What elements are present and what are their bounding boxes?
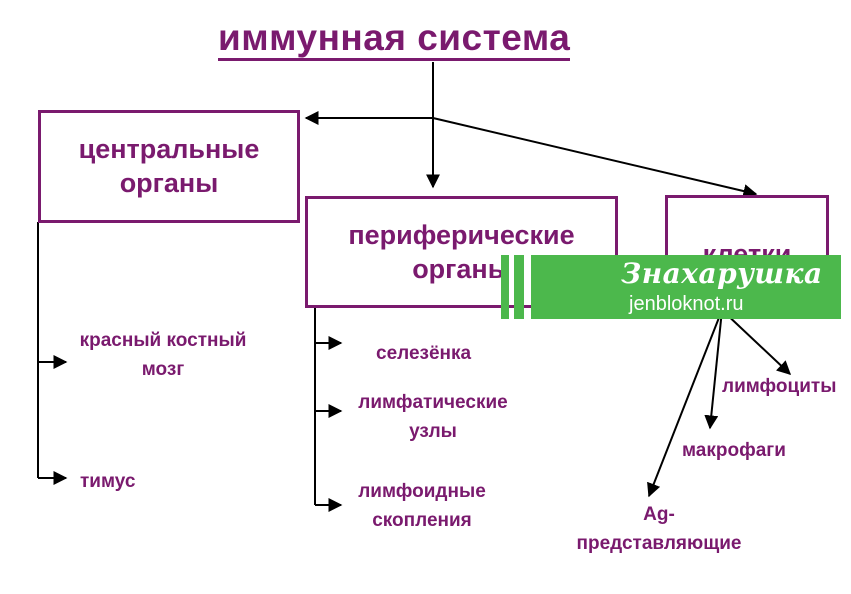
watermark-stripe-1 <box>501 255 509 319</box>
leaf-bone-marrow: красный костный мозг <box>58 326 268 384</box>
leaf-spleen: селезёнка <box>376 343 472 364</box>
leaf-ag-presenting-line1: Ag- <box>643 504 675 525</box>
peripheral-line2: органы <box>412 254 511 284</box>
peripheral-organs-label: периферические органы <box>305 218 618 286</box>
leaf-bone-marrow-line2: мозг <box>141 359 185 380</box>
watermark-banner: Знахарушка jenbloknot.ru <box>501 255 841 319</box>
leaf-lymph-nodes: лимфатические узлы <box>338 388 528 446</box>
leaf-lymphocytes: лимфоциты <box>722 376 837 397</box>
central-line1: центральные <box>78 134 260 164</box>
leaf-lymph-nodes-line1: лимфатические <box>358 392 508 413</box>
leaf-thymus: тимус <box>80 471 136 492</box>
arrow-ag-presenting <box>647 309 723 498</box>
leaf-lymph-nodes-line2: узлы <box>409 421 457 442</box>
leaf-ag-presenting: Ag- представляющие <box>552 500 766 558</box>
peripheral-line1: периферические <box>348 220 575 250</box>
watermark-name: Знахарушка <box>621 257 823 290</box>
central-organs-box <box>38 110 300 223</box>
arrow-lymphocytes <box>721 309 792 375</box>
arrow-macrophages <box>704 309 723 430</box>
central-line2: органы <box>119 168 219 198</box>
leaf-bone-marrow-line1: красный костный <box>79 330 247 351</box>
leaf-lymphoid-clusters-line1: лимфоидные <box>358 481 486 502</box>
diagram-title: иммунная система <box>218 18 571 61</box>
watermark-stripe-2 <box>514 255 524 319</box>
central-organs-label: центральные органы <box>38 132 300 200</box>
arrow-to-cells <box>432 117 758 198</box>
leaf-macrophages: макрофаги <box>682 440 786 461</box>
watermark-main-bar <box>531 255 841 319</box>
watermark-site: jenbloknot.ru <box>629 293 744 315</box>
leaf-lymphoid-clusters: лимфоидные скопления <box>338 477 506 535</box>
leaf-ag-presenting-line2: представляющие <box>576 533 742 554</box>
leaf-lymphoid-clusters-line2: скопления <box>372 510 472 531</box>
